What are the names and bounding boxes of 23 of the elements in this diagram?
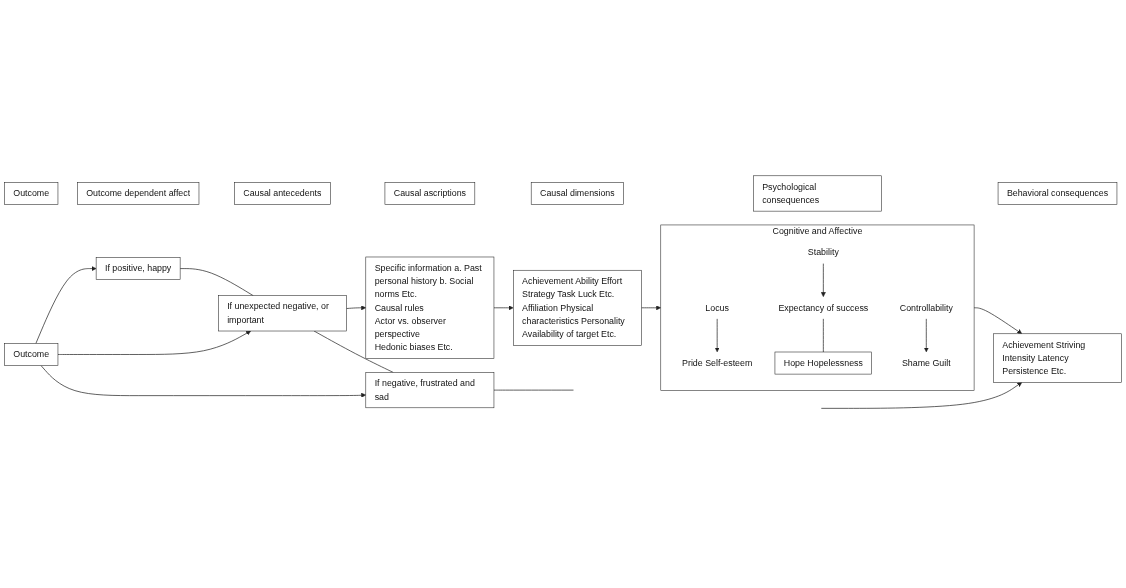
node-text: Stability: [807, 247, 839, 257]
node-box: Achievement Striving Intensity Latency Persistence Etc.: [993, 333, 1122, 383]
node-box: If unexpected negative, or important: [218, 295, 347, 332]
node-box: Causal ascriptions: [384, 182, 476, 205]
node-box: Outcome: [4, 343, 59, 366]
node-box: Psychological consequences: [753, 175, 882, 212]
node-box: Specific information a. Past personal history b. Social norms Etc. Causal rules Actor vs. observer perspective Hedonic biases Etc.: [365, 256, 495, 359]
node-box: If negative, frustrated and sad: [365, 372, 495, 409]
node-text: Controllability: [899, 302, 953, 313]
connector: [179, 268, 254, 297]
node-box: Causal dimensions: [530, 182, 624, 205]
node-text: Pride Self-esteem: [682, 358, 753, 368]
node-box: Causal antecedents: [234, 182, 331, 205]
node-text: Shame Guilt: [901, 358, 951, 368]
node-box: Hope Hopelessness: [774, 351, 872, 375]
node-box: Outcome dependent affect: [77, 182, 200, 205]
node-box: Achievement Ability Effort Strategy Task Luck Etc. Affiliation Physical characteristics Personality Availability of target Etc.: [513, 269, 642, 346]
node-box: Behavioral consequences: [997, 182, 1118, 205]
node-box: If positive, happy: [95, 257, 181, 280]
connector: [822, 318, 824, 353]
node-text: Locus: [705, 302, 729, 313]
node-text: Expectancy of success: [778, 302, 869, 313]
node-box: Outcome: [4, 182, 59, 205]
